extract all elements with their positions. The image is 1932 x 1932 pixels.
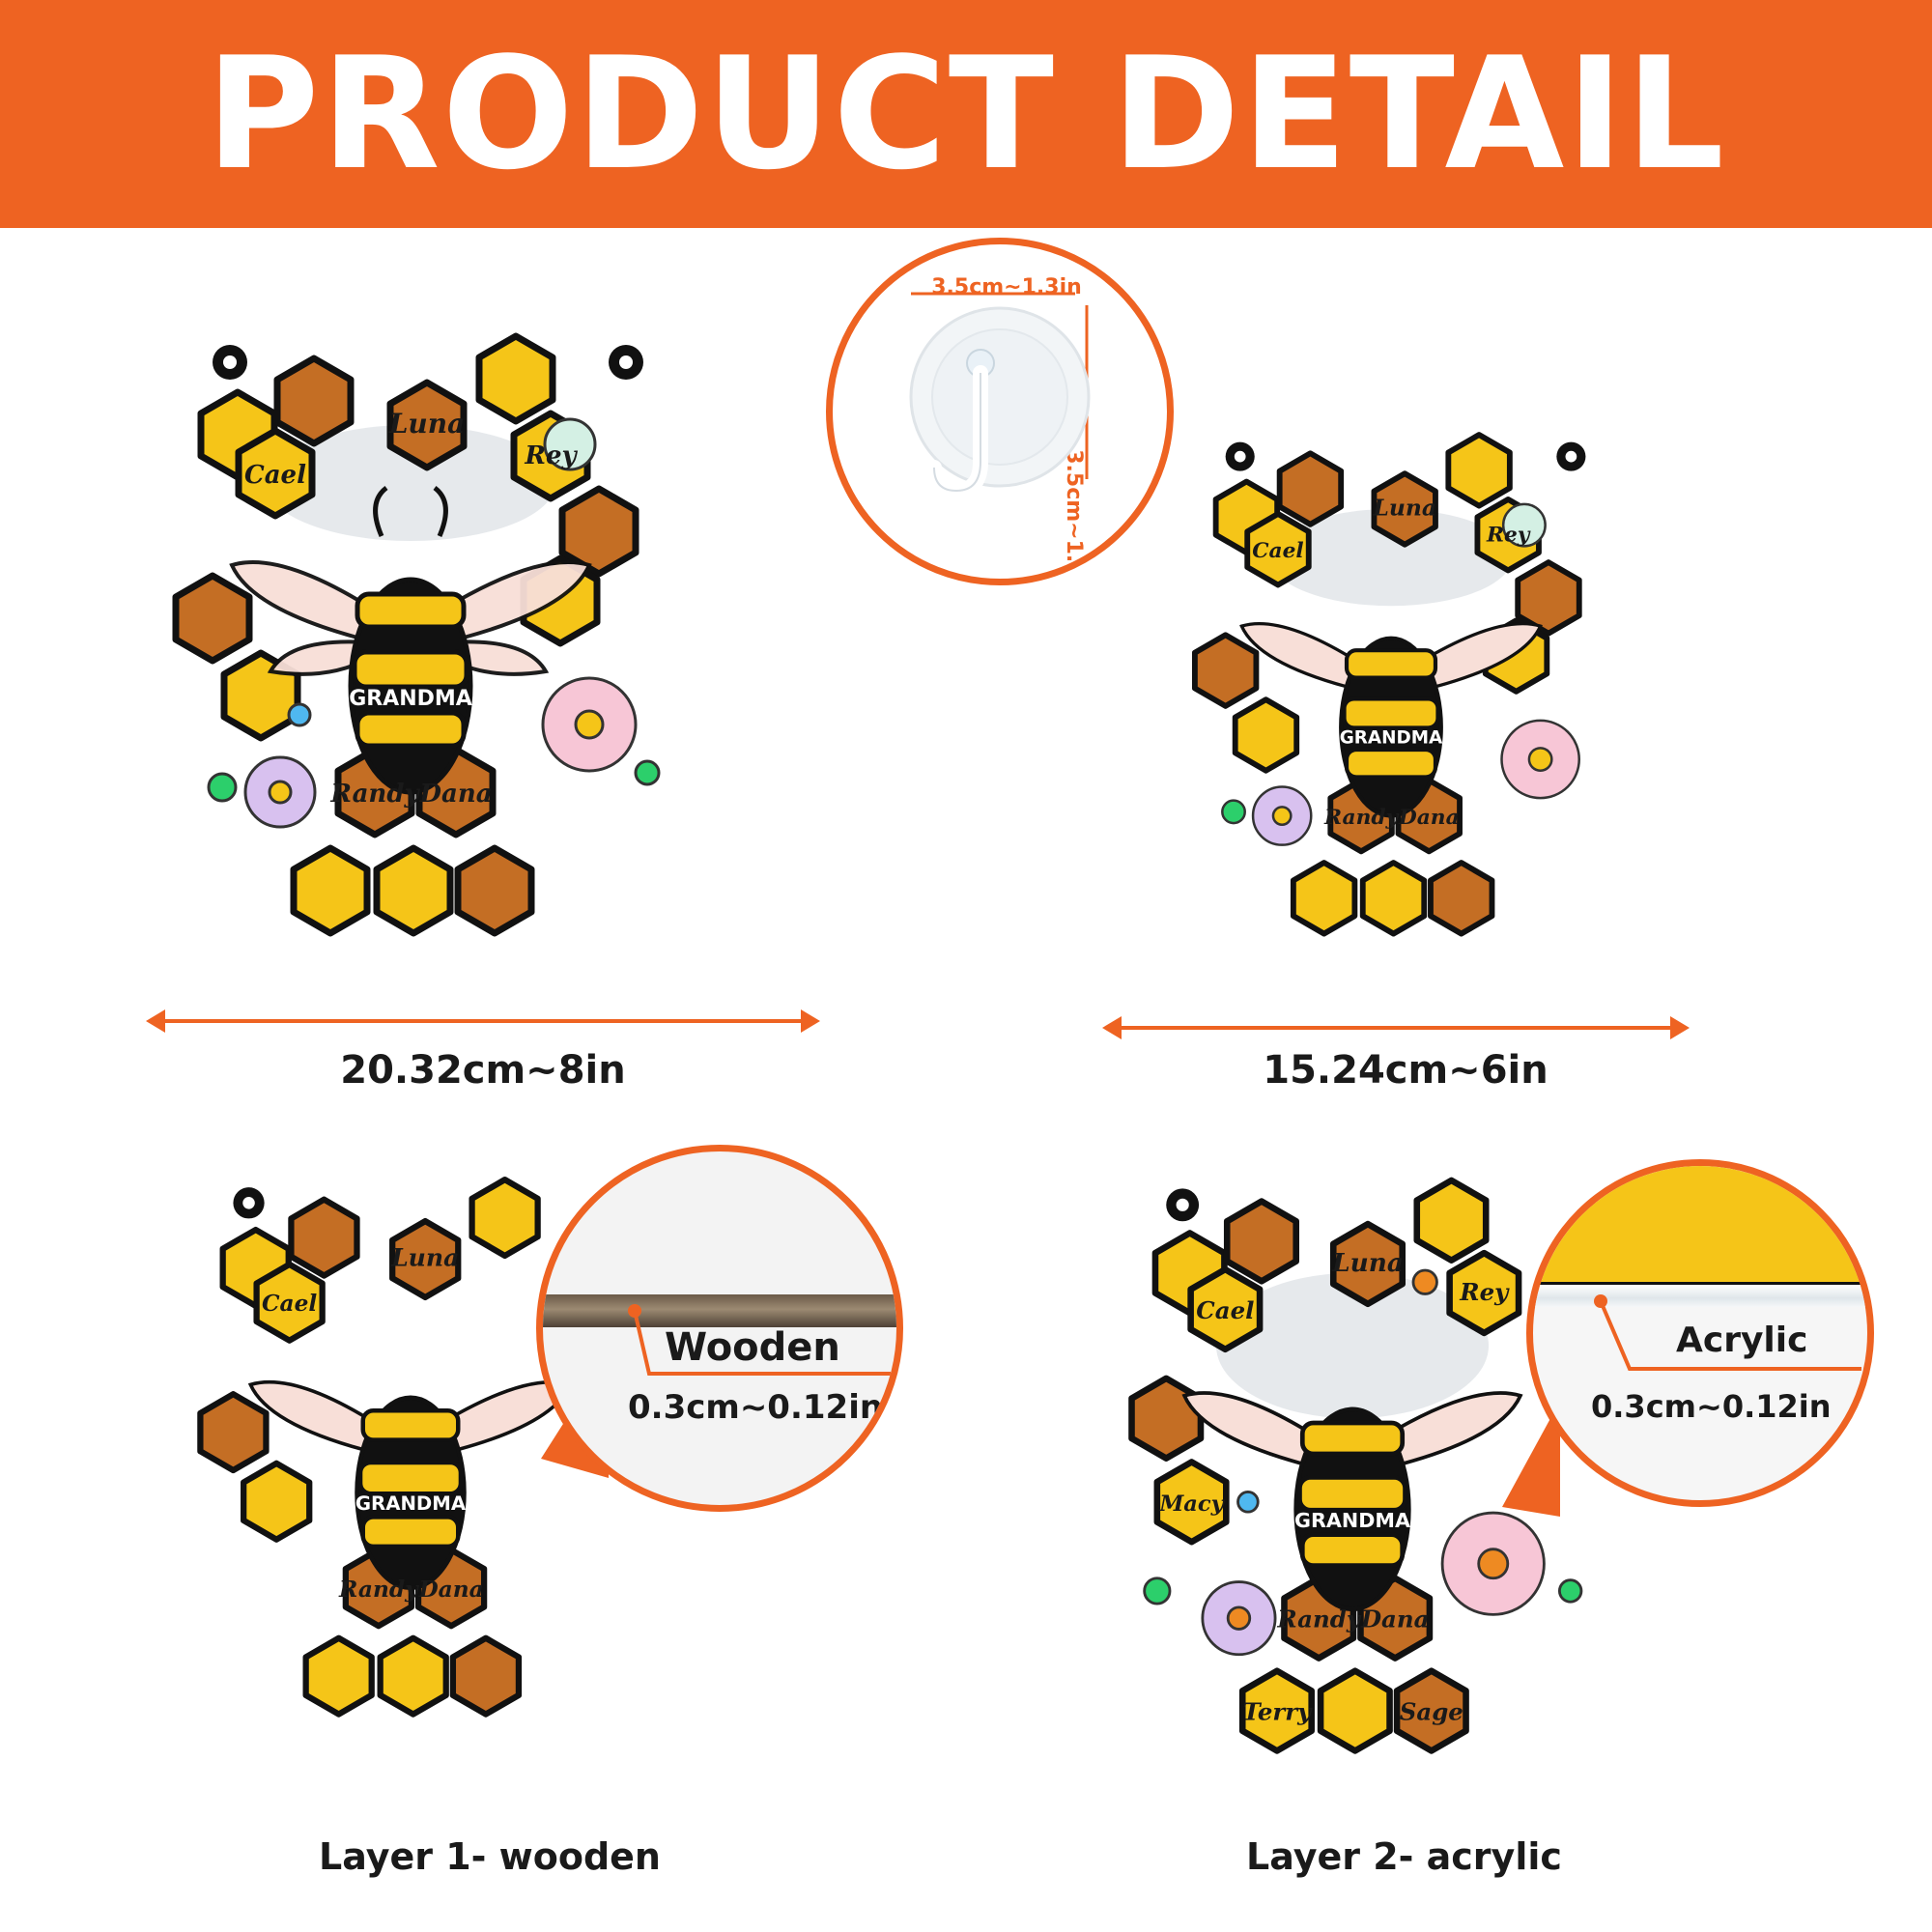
thickness-label-wooden: 0.3cm~0.12in (628, 1388, 884, 1427)
name-macy: Macy (1158, 1492, 1225, 1517)
product-large: GRANDMA Luna Cael Rey Randy Dana (164, 319, 661, 966)
name-randy: Randy (1323, 806, 1400, 830)
acrylic-top-layer (1533, 1166, 1867, 1292)
product-wooden: GRANDMA Luna Cael Randy Dana (164, 1164, 657, 1744)
acrylic-callout-pointer (1502, 1401, 1560, 1517)
size-label-large: 20.32cm~8in (340, 1048, 626, 1093)
name-randy: Randy (329, 780, 420, 809)
name-luna: Luna (388, 408, 466, 440)
center-label: GRANDMA (355, 1492, 467, 1515)
caption-acrylic: Layer 2- acrylic (1246, 1835, 1562, 1878)
center-label: GRANDMA (1294, 1509, 1410, 1532)
flower-right (207, 417, 661, 829)
material-label-wooden: Wooden (665, 1325, 840, 1370)
bee-ornament-small: GRANDMA Luna Cael Rey Randy Dana (1130, 420, 1586, 961)
name-terry: Terry (1243, 1697, 1314, 1725)
name-luna: Luna (1331, 1248, 1404, 1278)
name-rey: Rey (1486, 523, 1531, 547)
hook-width-label: 3.5cm~1.3in (931, 275, 1082, 299)
product-acrylic: GRANDMA Luna Cael Rey Macy Randy Dana Te… (1077, 1164, 1628, 1773)
width-measure-large (146, 1009, 820, 1033)
header-banner: PRODUCT DETAIL (0, 0, 1932, 228)
caption-wooden: Layer 1- wooden (319, 1835, 661, 1878)
name-dana: Dana (1398, 806, 1460, 830)
name-cael: Cael (262, 1291, 317, 1317)
center-label: GRANDMA (349, 687, 472, 711)
bee-ornament-acrylic: GRANDMA Luna Cael Rey Macy Randy Dana Te… (1077, 1164, 1583, 1773)
page-title: PRODUCT DETAIL (206, 23, 1726, 204)
size-label-small: 15.24cm~6in (1263, 1048, 1548, 1093)
name-rey: Rey (524, 441, 578, 470)
product-small: GRANDMA Luna Cael Rey Randy Dana (1130, 420, 1652, 961)
name-luna: Luna (390, 1243, 459, 1272)
acrylic-edge (1533, 1282, 1867, 1307)
name-randy: Randy (338, 1577, 419, 1603)
name-dana: Dana (417, 1577, 483, 1603)
wooden-pointer-line (628, 1304, 891, 1376)
name-rey: Rey (1459, 1278, 1510, 1306)
wood-edge (543, 1294, 896, 1327)
name-dana: Dana (1360, 1605, 1430, 1634)
name-dana: Dana (418, 780, 492, 809)
acrylic-pointer-line (1533, 1166, 1861, 1371)
name-sage: Sage (1400, 1697, 1463, 1725)
material-label-acrylic: Acrylic (1676, 1321, 1808, 1360)
name-cael: Cael (244, 461, 306, 490)
wooden-detail-circle: Wooden 0.3cm~0.12in (536, 1145, 903, 1512)
bee-ornament-wooden: GRANDMA Luna Cael Randy Dana (164, 1164, 574, 1744)
suction-hook-icon (909, 292, 1091, 499)
name-randy: Randy (1276, 1605, 1362, 1634)
thickness-label-acrylic: 0.3cm~0.12in (1591, 1388, 1832, 1425)
name-cael: Cael (1196, 1296, 1254, 1324)
hook-detail-circle: 3.5cm~1.3in 3.5cm~1.3in (826, 238, 1174, 585)
acrylic-detail-circle: Acrylic 0.3cm~0.12in (1526, 1159, 1874, 1507)
bee-ornament-large: GRANDMA Luna Cael Rey Randy Dana (164, 319, 661, 966)
name-cael: Cael (1252, 539, 1303, 563)
name-luna: Luna (1372, 495, 1436, 522)
center-label: GRANDMA (1340, 727, 1443, 748)
width-measure-small (1102, 1016, 1690, 1039)
